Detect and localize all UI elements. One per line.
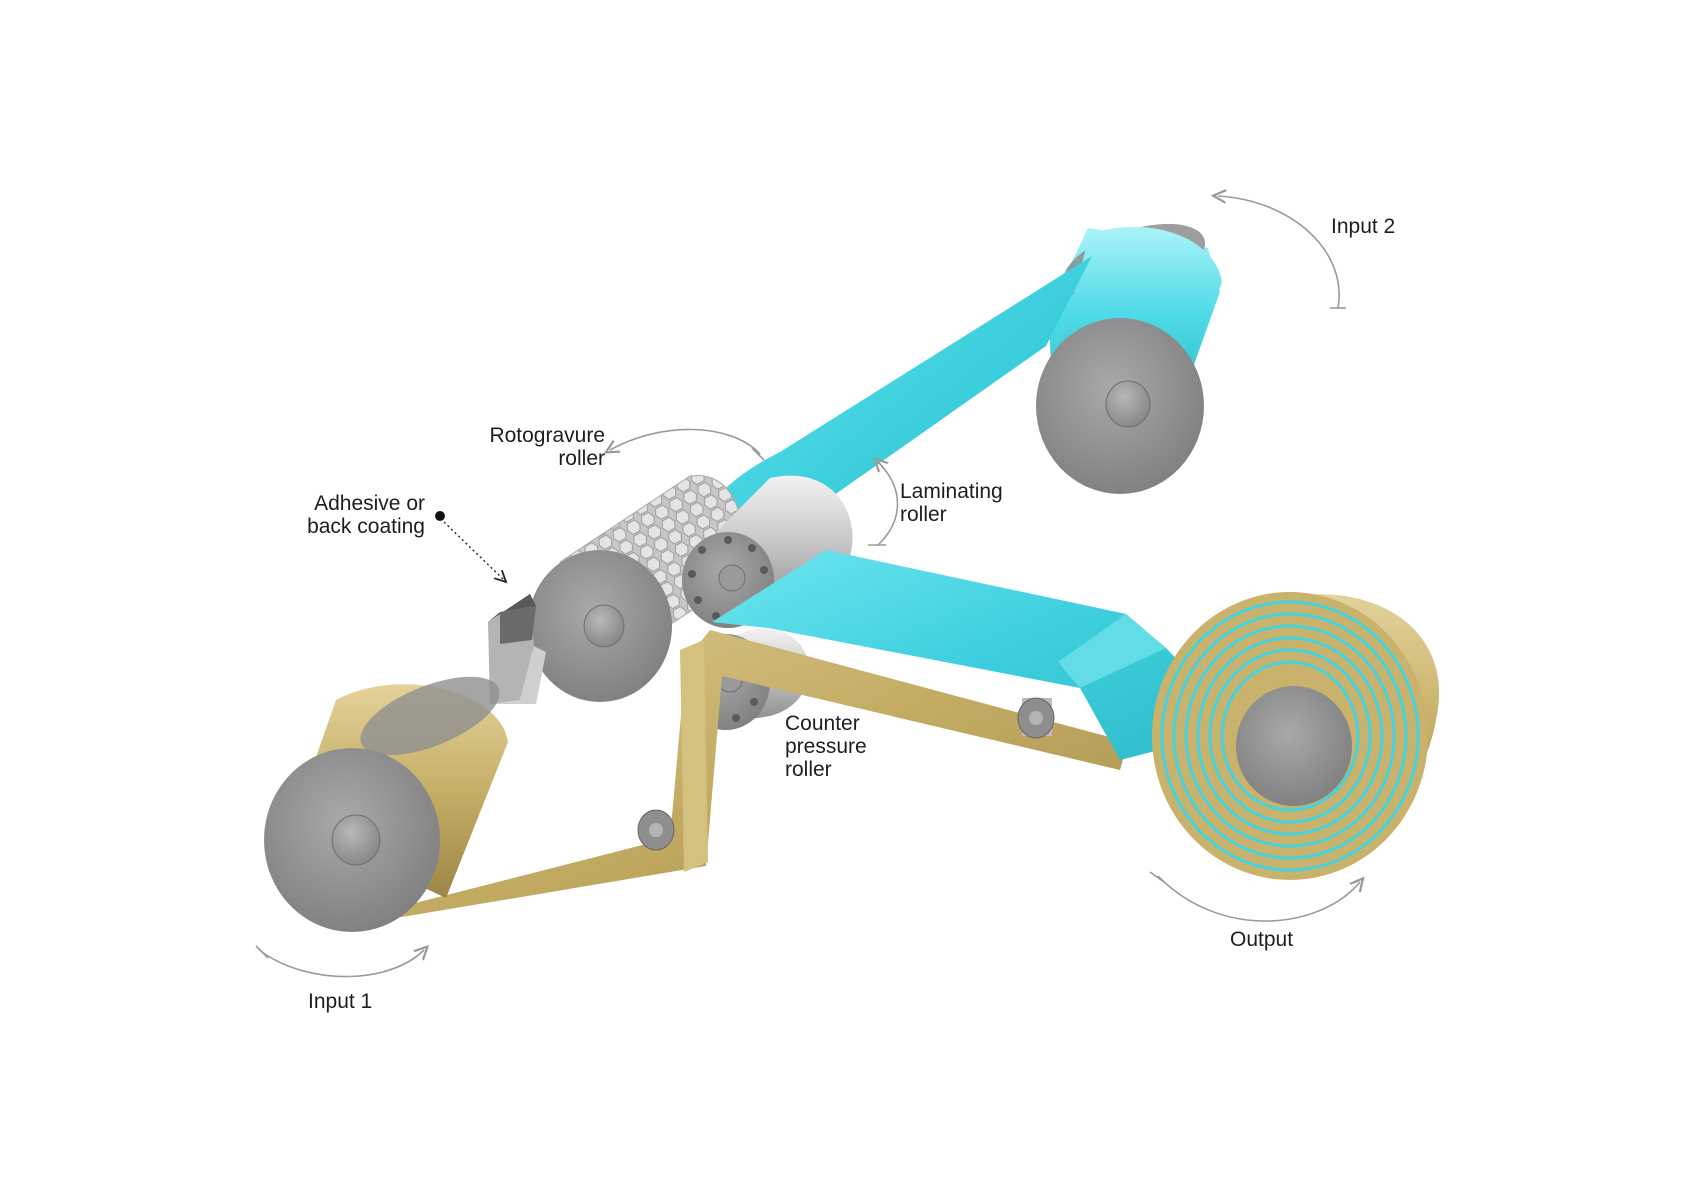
input-2-rotation-arrow [1218,196,1340,309]
input-2-roll [1036,223,1222,494]
adhesive-line-2: back coating [307,515,425,538]
input-2-text: Input 2 [1331,215,1396,238]
rotogravure-roller [528,475,742,702]
input-1-roll [264,676,508,932]
idler-roller-output [1017,697,1055,739]
laminating-rotation-arrow [878,462,899,546]
counter-line-2: pressure [785,735,867,758]
laminating-line-1: Laminating [900,480,1003,503]
adhesive-label: Adhesive or back coating [280,492,425,538]
counter-line-3: roller [785,758,832,781]
rotogravure-label: Rotogravure roller [470,424,605,470]
output-roll-spiral [1160,600,1420,872]
adhesive-line-1: Adhesive or [314,492,425,515]
counter-line-1: Counter [785,712,860,735]
laminating-line-2: roller [900,503,947,526]
input-1-rotation-arrow [261,950,424,978]
input-1-label: Input 1 [308,990,372,1013]
rotogravure-line-2: roller [558,447,605,470]
output-text: Output [1230,928,1294,951]
rotogravure-line-1: Rotogravure [489,424,605,447]
input-2-label: Input 2 [1331,215,1395,238]
input-1-text: Input 1 [308,990,373,1013]
rotogravure-rotation-arrow [610,428,761,455]
laminating-label: Laminating roller [900,480,1003,526]
adhesive-pointer [435,511,504,580]
output-rotation-arrow [1157,875,1360,922]
adhesive-trough [488,594,546,704]
counter-pressure-label: Counter pressure roller [785,712,867,781]
gold-film-lower [380,630,1128,920]
idler-roller-input [637,809,675,851]
rotation-arrows [261,196,1360,978]
laminated-film [712,550,1218,760]
output-roll [1152,592,1440,880]
output-label: Output [1230,928,1293,951]
